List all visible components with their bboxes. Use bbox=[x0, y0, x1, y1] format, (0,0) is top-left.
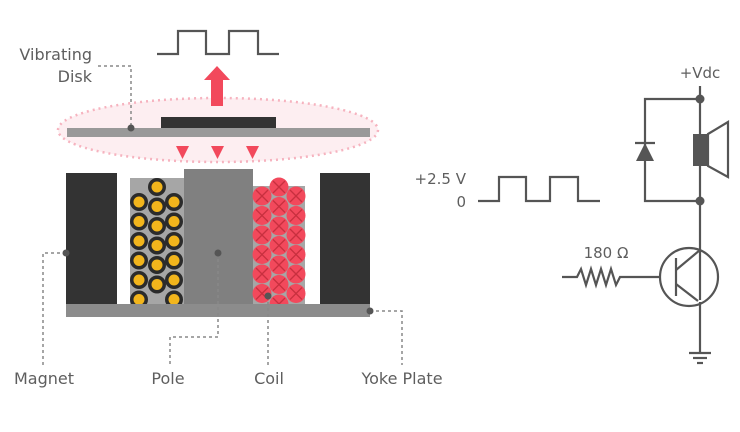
magnet-left bbox=[66, 173, 117, 305]
label-magnet: Magnet bbox=[14, 369, 74, 388]
label-disk: Disk bbox=[58, 67, 93, 86]
cross-icon bbox=[289, 267, 303, 281]
cross-icon bbox=[289, 228, 303, 242]
sound-waveform bbox=[157, 29, 279, 56]
yoke-plate bbox=[66, 304, 370, 317]
leader-yoke bbox=[370, 310, 403, 365]
resistor-label: 180 Ω bbox=[584, 244, 629, 262]
coil-right-windings bbox=[252, 177, 306, 314]
cross-icon bbox=[289, 248, 303, 261]
coil-wire-core bbox=[151, 259, 163, 271]
cross-icon bbox=[272, 278, 286, 291]
vibrating-disk bbox=[67, 128, 370, 137]
coil-wire-core bbox=[133, 216, 145, 227]
leader-magnet bbox=[42, 252, 66, 365]
down-arrow-icon bbox=[246, 146, 259, 159]
supply-label: +Vdc bbox=[680, 64, 721, 82]
cross-icon bbox=[255, 267, 269, 281]
cross-icon bbox=[272, 239, 286, 252]
disk-weight bbox=[161, 117, 276, 128]
signal-low-label: 0 bbox=[456, 193, 466, 211]
coil-wire-core bbox=[168, 196, 180, 208]
label-yoke-plate: Yoke Plate bbox=[360, 369, 442, 388]
leader-dot bbox=[127, 124, 135, 132]
coil-wire-core bbox=[168, 274, 180, 286]
cross-icon bbox=[289, 287, 303, 300]
signal-high-label: +2.5 V bbox=[415, 170, 467, 188]
label-pole: Pole bbox=[151, 369, 184, 388]
leader-pole bbox=[169, 253, 219, 365]
cross-icon bbox=[289, 209, 303, 222]
label-coil: Coil bbox=[254, 369, 284, 388]
cross-icon bbox=[272, 219, 286, 233]
coil-wire-core bbox=[133, 274, 145, 286]
transistor-emitter bbox=[675, 283, 699, 302]
cross-icon bbox=[255, 228, 269, 242]
cross-icon bbox=[255, 248, 269, 261]
coil-wire-core bbox=[133, 294, 145, 305]
leader-dot bbox=[366, 307, 374, 315]
wire-diode-loop bbox=[643, 97, 700, 203]
coil-wire-core bbox=[151, 181, 163, 193]
transistor-collector bbox=[675, 249, 701, 271]
coil-wire-core bbox=[133, 255, 145, 266]
cross-icon bbox=[289, 189, 303, 203]
leader-dot bbox=[62, 249, 70, 257]
coil-wire-core bbox=[168, 255, 180, 266]
coil-left-windings bbox=[130, 178, 183, 309]
leader-disk bbox=[98, 65, 132, 128]
cross-icon bbox=[272, 258, 286, 272]
cross-icon bbox=[255, 189, 269, 203]
coil-wire-core bbox=[133, 196, 145, 208]
node-dot bbox=[695, 94, 705, 104]
cross-icon bbox=[272, 180, 286, 194]
resistor-icon bbox=[562, 265, 660, 289]
leader-dot bbox=[264, 292, 272, 300]
coil-wire-core bbox=[168, 216, 180, 227]
node-dot bbox=[695, 196, 705, 206]
coil-wire-core bbox=[151, 279, 163, 290]
cross-icon bbox=[255, 209, 269, 222]
coil-wire-core bbox=[168, 235, 180, 247]
coil-wire-core bbox=[133, 235, 145, 247]
coil-wire-core bbox=[151, 201, 163, 212]
down-arrow-icon bbox=[176, 146, 189, 159]
transistor-icon bbox=[658, 246, 720, 308]
down-arrow-icon bbox=[211, 146, 224, 159]
cross-icon bbox=[272, 200, 286, 213]
speaker-icon bbox=[693, 134, 708, 166]
magnet-right bbox=[320, 173, 370, 305]
leader-dot bbox=[214, 249, 222, 257]
speaker-cone bbox=[706, 120, 730, 179]
coil-wire-core bbox=[151, 220, 163, 232]
diode-icon bbox=[636, 143, 654, 161]
pole bbox=[184, 169, 253, 305]
label-vibrating: Vibrating bbox=[19, 45, 92, 64]
coil-wire-core bbox=[151, 240, 163, 251]
input-waveform bbox=[478, 175, 600, 203]
coil-wire-core bbox=[168, 294, 180, 305]
up-arrow-icon bbox=[204, 66, 230, 106]
